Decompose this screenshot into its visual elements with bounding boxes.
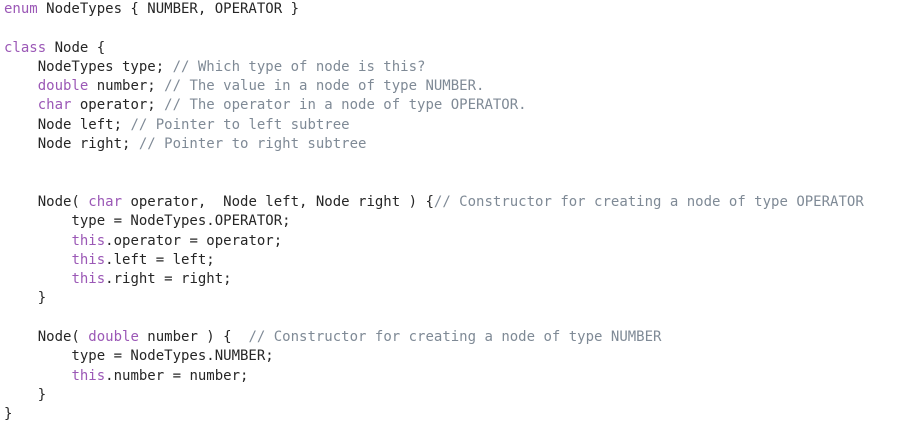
- code-text: Node left;: [4, 116, 131, 133]
- code-text: [4, 252, 71, 268]
- code-text: .number = number;: [105, 367, 249, 384]
- code-line: double number; // The value in a node of…: [4, 77, 864, 96]
- code-line: [4, 19, 864, 38]
- code-line: Node left; // Pointer to left subtree: [4, 116, 864, 135]
- code-line: NodeTypes type; // Which type of node is…: [4, 58, 864, 77]
- code-line: }: [4, 289, 864, 308]
- code-text: number;: [88, 78, 165, 95]
- code-keyword: this: [71, 251, 106, 268]
- code-keyword: enum: [4, 1, 38, 17]
- code-line: class Node {: [4, 39, 864, 58]
- code-keyword: this: [71, 367, 106, 384]
- code-text: Node(: [4, 329, 89, 346]
- code-text: [4, 233, 71, 249]
- code-line: [4, 174, 864, 193]
- code-keyword: class: [4, 39, 47, 56]
- code-keyword: this: [71, 271, 106, 288]
- code-keyword: char: [88, 193, 123, 210]
- code-text: operator;: [71, 97, 165, 114]
- code-line: Node( char operator, Node left, Node rig…: [4, 193, 864, 212]
- code-text: [4, 97, 38, 113]
- code-comment: // Which type of node is this?: [172, 58, 426, 75]
- code-text: Node(: [4, 193, 89, 210]
- code-text: .left = left;: [105, 251, 215, 268]
- code-line: this.number = number;: [4, 367, 864, 386]
- code-comment: // Pointer to right subtree: [138, 136, 367, 153]
- code-text: .operator = operator;: [105, 232, 283, 249]
- code-text: .right = right;: [105, 271, 232, 288]
- code-line: Node right; // Pointer to right subtree: [4, 135, 864, 154]
- code-text: Node right;: [4, 136, 139, 153]
- code-text: [4, 78, 38, 94]
- code-keyword: this: [71, 232, 106, 249]
- code-text: }: [4, 290, 47, 307]
- code-line: this.left = left;: [4, 251, 864, 270]
- code-line: }: [4, 386, 864, 405]
- code-comment: // The value in a node of type NUMBER.: [164, 78, 485, 95]
- code-comment: // Constructor for creating a node of ty…: [248, 329, 662, 346]
- code-block: enum NodeTypes { NUMBER, OPERATOR } class…: [4, 0, 864, 425]
- code-line: char operator; // The operator in a node…: [4, 96, 864, 115]
- code-text: NodeTypes type;: [4, 58, 173, 75]
- code-line: type = NodeTypes.OPERATOR;: [4, 212, 864, 231]
- code-line: type = NodeTypes.NUMBER;: [4, 347, 864, 366]
- code-line: [4, 154, 864, 173]
- code-line: this.operator = operator;: [4, 232, 864, 251]
- code-comment: // Pointer to left subtree: [130, 116, 350, 133]
- code-text: }: [4, 386, 47, 403]
- code-text: number ) {: [138, 329, 249, 346]
- code-text: type = NodeTypes.NUMBER;: [4, 348, 274, 365]
- code-keyword: double: [88, 329, 139, 346]
- code-line: Node( double number ) { // Constructor f…: [4, 328, 864, 347]
- code-keyword: double: [37, 78, 89, 95]
- code-text: }: [4, 406, 13, 423]
- code-comment: // Constructor for creating a node of ty…: [433, 193, 864, 210]
- code-text: [4, 368, 71, 384]
- code-comment: // The operator in a node of type OPERAT…: [164, 97, 527, 114]
- code-line: enum NodeTypes { NUMBER, OPERATOR }: [4, 0, 864, 19]
- code-line: this.right = right;: [4, 270, 864, 289]
- code-text: operator, Node left, Node right ) {: [122, 193, 434, 210]
- code-line: }: [4, 405, 864, 424]
- code-text: [4, 271, 71, 287]
- code-text: NodeTypes { NUMBER, OPERATOR }: [37, 1, 300, 17]
- code-line: [4, 309, 864, 328]
- code-text: Node {: [46, 39, 106, 56]
- code-keyword: char: [37, 97, 72, 114]
- code-text: type = NodeTypes.OPERATOR;: [4, 213, 291, 230]
